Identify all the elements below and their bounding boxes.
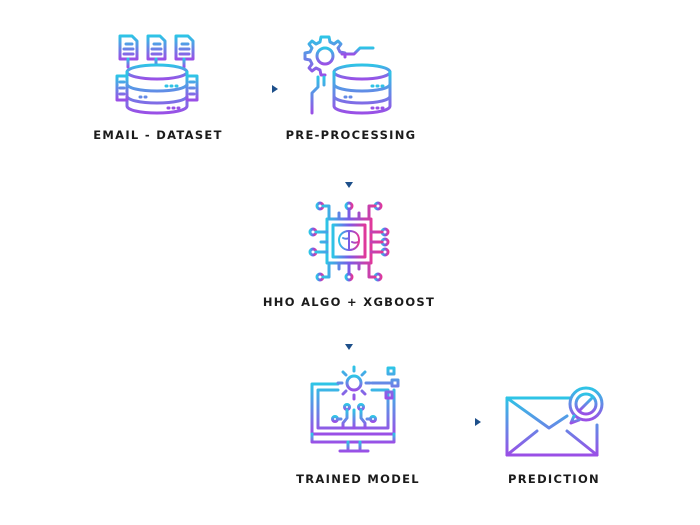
arrow-dataset-to-preprocessing [226, 85, 278, 93]
preprocessing-label: PRE-PROCESSING [286, 128, 417, 142]
gear-database-icon [303, 35, 392, 115]
prediction-label: PREDICTION [508, 472, 600, 486]
arrow-algorithm-to-trained-model [345, 316, 353, 350]
dataset-label: EMAIL - DATASET [93, 128, 222, 142]
arrow-preprocessing-to-algorithm [345, 152, 353, 188]
trained-model-label: TRAINED MODEL [296, 472, 420, 486]
database-documents-icon [115, 34, 199, 115]
envelope-blocked-icon [505, 386, 604, 457]
algorithm-label: HHO ALGO + XGBOOST [263, 295, 435, 309]
arrow-trained-model-to-prediction [428, 418, 481, 426]
monitor-gear-icon [310, 365, 400, 453]
ai-chip-brain-icon [308, 201, 390, 282]
